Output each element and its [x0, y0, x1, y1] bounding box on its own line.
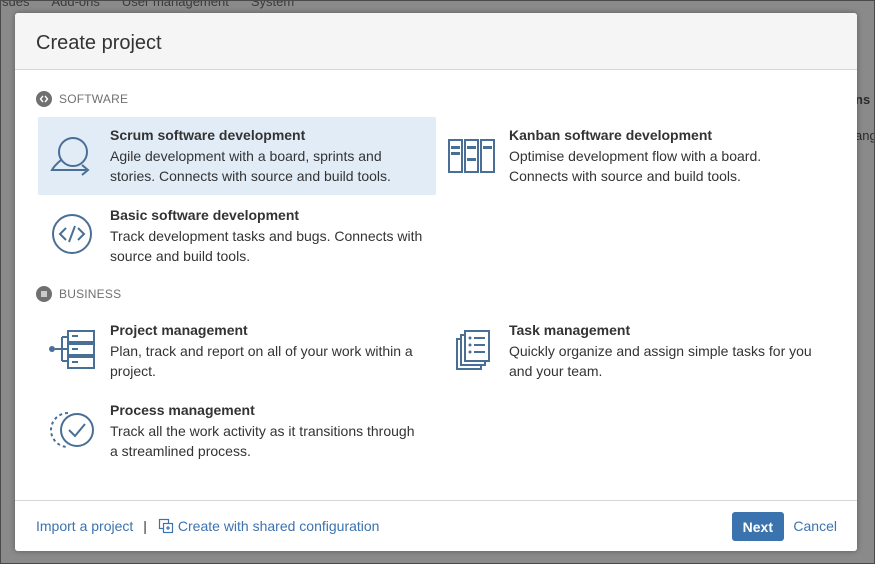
- project-type-basic[interactable]: Basic software development Track develop…: [38, 197, 436, 275]
- create-project-dialog: Create project SOFTWARE Scrum software d…: [15, 13, 857, 551]
- shared-config-icon: [158, 518, 174, 534]
- section-software: SOFTWARE: [36, 91, 128, 107]
- code-circle-icon: [36, 91, 52, 107]
- scrum-desc: Agile development with a board, sprints …: [110, 148, 391, 184]
- footer-links: Import a project | Create with shared co…: [36, 518, 379, 534]
- project-hierarchy-icon: [49, 330, 95, 369]
- code-brackets-icon: [52, 214, 92, 254]
- process-management-desc: Track all the work activity as it transi…: [110, 423, 415, 459]
- background-nav: sues Add-ons User management System: [0, 0, 875, 12]
- basic-title: Basic software development: [110, 207, 300, 223]
- project-type-process-management[interactable]: Process management Track all the work ac…: [38, 392, 436, 470]
- section-software-label: SOFTWARE: [59, 92, 129, 106]
- project-management-desc: Plan, track and report on all of your wo…: [110, 343, 413, 379]
- bg-side-line: ang: [855, 128, 875, 143]
- cancel-button[interactable]: Cancel: [793, 518, 837, 534]
- project-type-task-management[interactable]: Task management Quickly organize and ass…: [437, 312, 835, 390]
- task-list-icon: [456, 330, 490, 370]
- section-business: BUSINESS: [36, 286, 121, 302]
- footer-separator: |: [143, 518, 147, 534]
- kanban-desc: Optimise development flow with a board. …: [509, 148, 762, 184]
- section-business-label: BUSINESS: [59, 287, 122, 301]
- process-management-title: Process management: [110, 402, 255, 418]
- dialog-header: Create project: [15, 13, 857, 70]
- background-side-text: ns ang: [855, 92, 875, 143]
- task-management-desc: Quickly organize and assign simple tasks…: [509, 343, 812, 379]
- project-management-title: Project management: [110, 322, 248, 338]
- bg-nav-addons: Add-ons: [51, 0, 100, 9]
- bg-side-heading: ns: [855, 92, 871, 107]
- project-type-kanban[interactable]: Kanban software development Optimise dev…: [437, 117, 835, 195]
- process-check-icon: [50, 412, 94, 448]
- import-project-link[interactable]: Import a project: [36, 518, 134, 534]
- project-type-scrum[interactable]: Scrum software development Agile develop…: [38, 117, 436, 195]
- kanban-board-icon: [448, 139, 495, 173]
- kanban-title: Kanban software development: [509, 127, 713, 143]
- list-circle-icon: [36, 286, 52, 302]
- bg-nav-issues: sues: [2, 0, 30, 9]
- dialog-title: Create project: [36, 32, 162, 54]
- bg-nav-system: System: [250, 0, 295, 9]
- bg-nav-user-management: User management: [121, 0, 229, 9]
- task-management-title: Task management: [509, 322, 631, 338]
- basic-desc: Track development tasks and bugs. Connec…: [110, 228, 423, 264]
- project-type-project-management[interactable]: Project management Plan, track and repor…: [38, 312, 436, 390]
- scrum-cycle-icon: [50, 137, 90, 176]
- scrum-title: Scrum software development: [110, 127, 306, 143]
- create-shared-config-link[interactable]: Create with shared configuration: [177, 518, 380, 534]
- next-button[interactable]: Next: [731, 512, 784, 541]
- dialog-footer: Import a project | Create with shared co…: [15, 500, 857, 551]
